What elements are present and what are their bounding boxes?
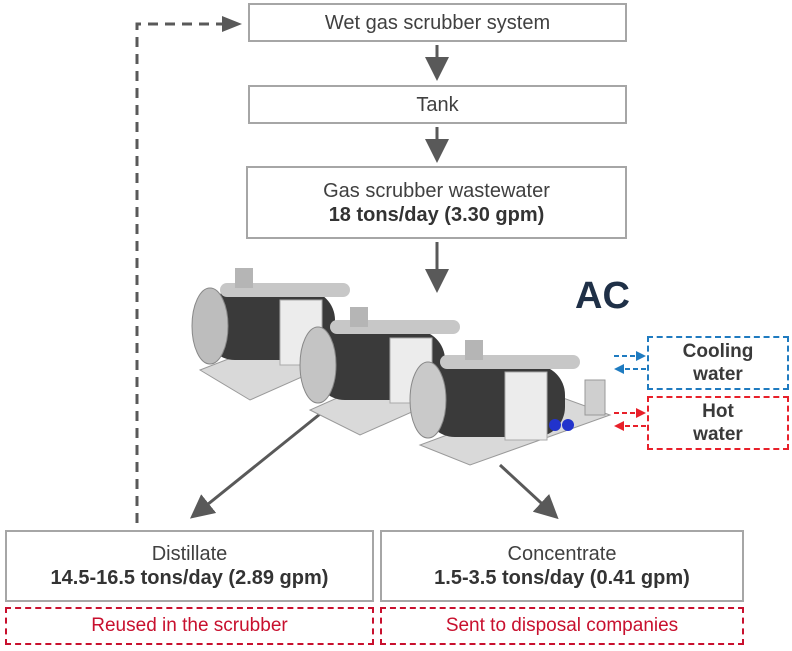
wastewater-title: Gas scrubber wastewater: [323, 179, 550, 202]
concentrate-rate: 1.5-3.5 tons/day (0.41 gpm): [434, 567, 690, 589]
distillate-box: Distillate 14.5-16.5 tons/day (2.89 gpm): [5, 530, 374, 602]
arrow-unit-to-distillate: [189, 408, 326, 519]
concentrate-title: Concentrate: [507, 543, 617, 565]
concentrate-use-box: Sent to disposal companies: [380, 607, 744, 645]
tank-box: Tank: [248, 85, 627, 124]
unit-label: AC: [575, 275, 630, 317]
concentrate-use: Sent to disposal companies: [445, 615, 679, 636]
concentrate-box: Concentrate 1.5-3.5 tons/day (0.41 gpm): [380, 530, 744, 602]
distillate-rate: 14.5-16.5 tons/day (2.89 gpm): [50, 567, 329, 589]
scrubber-system-label: Wet gas scrubber system: [324, 11, 551, 34]
hot-water-line2: water: [693, 424, 743, 445]
cooling-water-line1: Cooling: [682, 341, 754, 362]
cooling-water-line2: water: [693, 364, 743, 385]
wastewater-rate: 18 tons/day (3.30 gpm): [328, 203, 545, 226]
tank-label: Tank: [416, 93, 459, 116]
distillate-use: Reused in the scrubber: [91, 615, 288, 636]
evaporator-unit-3: [409, 340, 612, 466]
distillate-use-box: Reused in the scrubber: [5, 607, 374, 645]
cooling-water-box: Cooling water: [647, 336, 789, 390]
wastewater-box: Gas scrubber wastewater 18 tons/day (3.3…: [246, 166, 627, 239]
arrow-unit-to-concentrate: [498, 463, 559, 520]
hot-water-line1: Hot: [702, 401, 734, 422]
distillate-title: Distillate: [151, 543, 228, 565]
hot-water-box: Hot water: [647, 396, 789, 450]
scrubber-system-box: Wet gas scrubber system: [248, 3, 627, 42]
arrow-distillate-return: [135, 22, 222, 523]
